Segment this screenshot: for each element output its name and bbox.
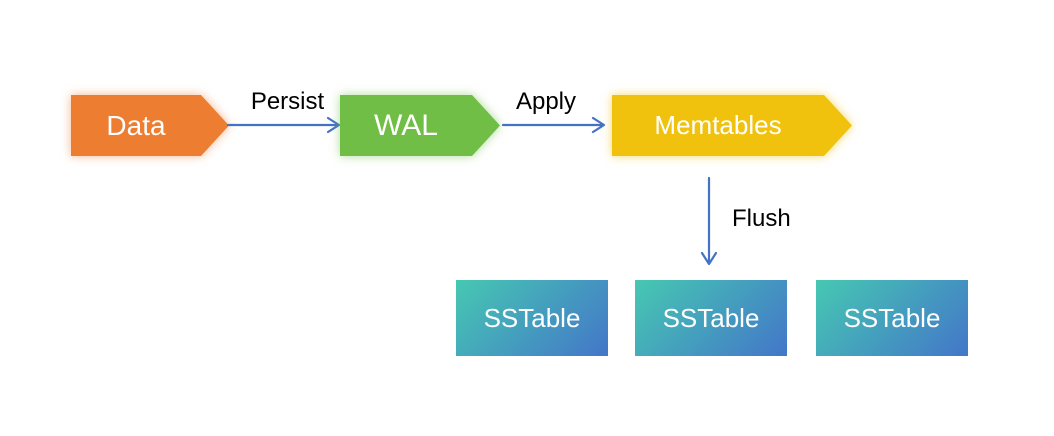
apply-edge-label: Apply	[515, 88, 577, 115]
node-sstable-3: SSTable	[816, 280, 968, 356]
node-wal-label: WAL	[374, 108, 438, 142]
node-memtables: Memtables	[612, 95, 852, 156]
sstable-1-label: SSTable	[483, 302, 581, 333]
node-data: Data	[71, 95, 229, 156]
apply-arrow	[501, 116, 606, 134]
node-wal: WAL	[340, 95, 500, 156]
persist-arrow	[226, 116, 341, 134]
node-sstable-1: SSTable	[456, 280, 608, 356]
wal-pentagon-shape: WAL	[340, 95, 500, 156]
persist-edge-label: Persist	[250, 88, 325, 115]
flush-arrow	[700, 176, 718, 266]
flush-edge-label: Flush	[732, 205, 791, 232]
node-memtables-label: Memtables	[654, 110, 782, 140]
node-data-label: Data	[106, 109, 166, 141]
memtables-pentagon-shape: Memtables	[612, 95, 852, 156]
sstable-3-label: SSTable	[843, 302, 941, 333]
sstable-2-label: SSTable	[662, 302, 760, 333]
data-pentagon-shape: Data	[71, 95, 229, 156]
node-sstable-2: SSTable	[635, 280, 787, 356]
